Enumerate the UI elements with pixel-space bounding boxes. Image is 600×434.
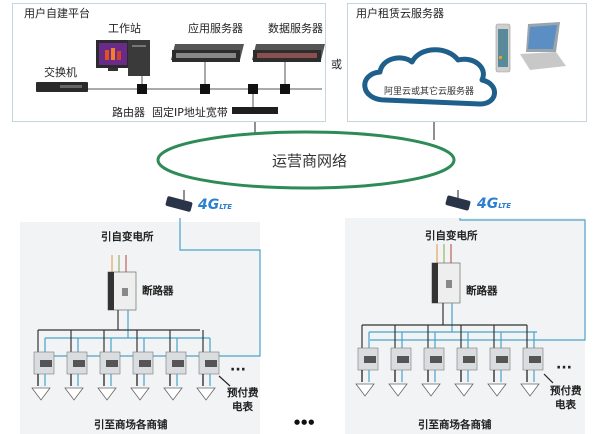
lte-badge-left-sub: LTE — [219, 203, 233, 211]
between-sites-ellipsis: ●●● — [294, 418, 316, 426]
meter-label-right-1: 预付费 — [550, 385, 582, 397]
prepaid-meter-right-3 — [421, 325, 445, 397]
site-panel-right — [345, 218, 585, 434]
phone-icon — [495, 23, 511, 73]
laptop-icon — [520, 22, 566, 70]
lte-badge-right-sub: LTE — [498, 202, 512, 210]
bus-node-app-server — [200, 84, 210, 94]
bus-node-workstation — [137, 84, 147, 94]
lte-badge-right-main: 4G — [477, 196, 499, 212]
prepaid-meter-left-6 — [196, 330, 220, 401]
prepaid-meter-left-3 — [97, 330, 121, 401]
data-server-label: 数据服务器 — [268, 22, 323, 35]
prepaid-meter-right-1 — [355, 325, 379, 397]
cloud-server-label: 阿里云或其它云服务器 — [384, 87, 475, 97]
self-built-platform-panel — [12, 3, 326, 122]
ellipsis-left: ··· — [230, 362, 246, 378]
site-left-diagram — [38, 190, 261, 357]
prepaid-meter-right-4 — [454, 325, 478, 397]
workstation-icon — [96, 40, 150, 76]
bus-node-router — [248, 84, 258, 94]
meter-arrow-left — [218, 375, 231, 387]
switch-label: 交换机 — [44, 66, 77, 79]
self-built-platform-title: 用户自建平台 — [24, 7, 90, 20]
carrier-network-ellipse — [156, 130, 456, 190]
source-label-left: 引自变电所 — [101, 231, 154, 243]
data-server-icon — [252, 44, 325, 62]
router-label: 路由器 — [112, 106, 145, 119]
cloud-icon — [362, 47, 497, 107]
prepaid-meter-left-1 — [31, 330, 55, 401]
prepaid-meter-right-6 — [520, 325, 544, 397]
broadband-label: 固定IP地址宽带 — [152, 106, 228, 119]
carrier-network-label: 运营商网络 — [272, 152, 348, 170]
app-server-label: 应用服务器 — [188, 22, 243, 35]
bus-node-data-server — [280, 84, 290, 94]
source-label-right: 引自变电所 — [425, 230, 478, 242]
prepaid-meter-right-5 — [487, 325, 511, 397]
prepaid-meter-right-2 — [388, 325, 412, 397]
meter-label-left-1: 预付费 — [227, 387, 259, 399]
or-label: 或 — [331, 58, 342, 71]
lte-badge-right: 4GLTE — [477, 196, 511, 212]
footer-label-right: 引至商场各商铺 — [418, 419, 492, 431]
meter-label-left-2: 电表 — [232, 401, 253, 413]
rented-cloud-title: 用户租赁云服务器 — [356, 7, 444, 20]
lte-badge-left-main: 4G — [198, 197, 220, 213]
meter-arrow-right — [543, 373, 554, 384]
workstation-label: 工作站 — [108, 22, 141, 35]
prepaid-meter-left-2 — [64, 330, 88, 401]
ellipsis-right: ··· — [556, 360, 572, 376]
footer-label-left: 引至商场各商铺 — [94, 419, 168, 431]
breaker-label-left: 断路器 — [142, 285, 174, 297]
lte-router-left-icon — [165, 196, 193, 212]
prepaid-meter-left-5 — [163, 330, 187, 401]
meter-label-right-2: 电表 — [555, 399, 576, 411]
site-right-diagram — [362, 190, 586, 341]
broadband-router-icon — [232, 107, 278, 114]
lte-router-right-icon — [445, 195, 471, 211]
prepaid-meter-left-4 — [130, 330, 154, 401]
lte-badge-left: 4GLTE — [198, 197, 232, 213]
app-server-icon — [171, 44, 244, 62]
breaker-label-right: 断路器 — [466, 285, 498, 297]
